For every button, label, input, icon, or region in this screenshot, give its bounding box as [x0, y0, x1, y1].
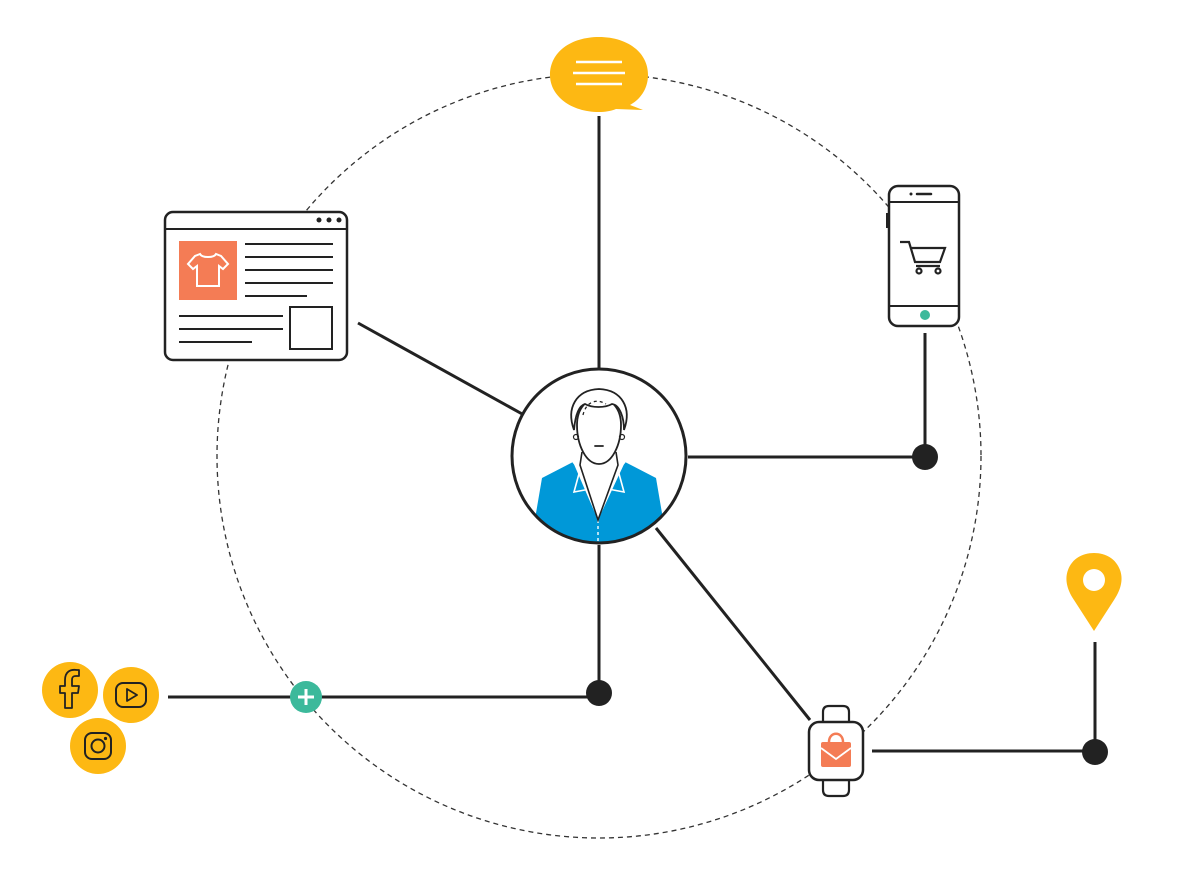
- endpoint-dot-bottom: [586, 680, 612, 706]
- instagram-icon: [70, 718, 126, 774]
- endpoint-dot-location: [1082, 739, 1108, 765]
- shirt-thumbnail: [179, 241, 237, 300]
- shirt-icon: [186, 252, 230, 287]
- customer-avatar-icon: [510, 367, 688, 545]
- location-pin-icon: [1066, 553, 1122, 631]
- chat-bubble-icon: [550, 37, 648, 112]
- endpoint-dot-mobile: [912, 444, 938, 470]
- line-web: [357, 321, 525, 417]
- shopping-cart-icon: [900, 240, 947, 275]
- social-media-icons: [42, 662, 159, 774]
- web-browser-product-page-icon: [163, 210, 349, 362]
- facebook-icon: [42, 662, 98, 718]
- connector-lines: [168, 116, 1097, 753]
- smartphone-shopping-cart-icon: [886, 184, 961, 328]
- orbit-circle: [216, 73, 982, 839]
- smartwatch-shopping-bag-icon: [807, 704, 865, 798]
- youtube-icon: [103, 667, 159, 723]
- plus-icon: [290, 681, 322, 713]
- line-watch: [654, 527, 812, 721]
